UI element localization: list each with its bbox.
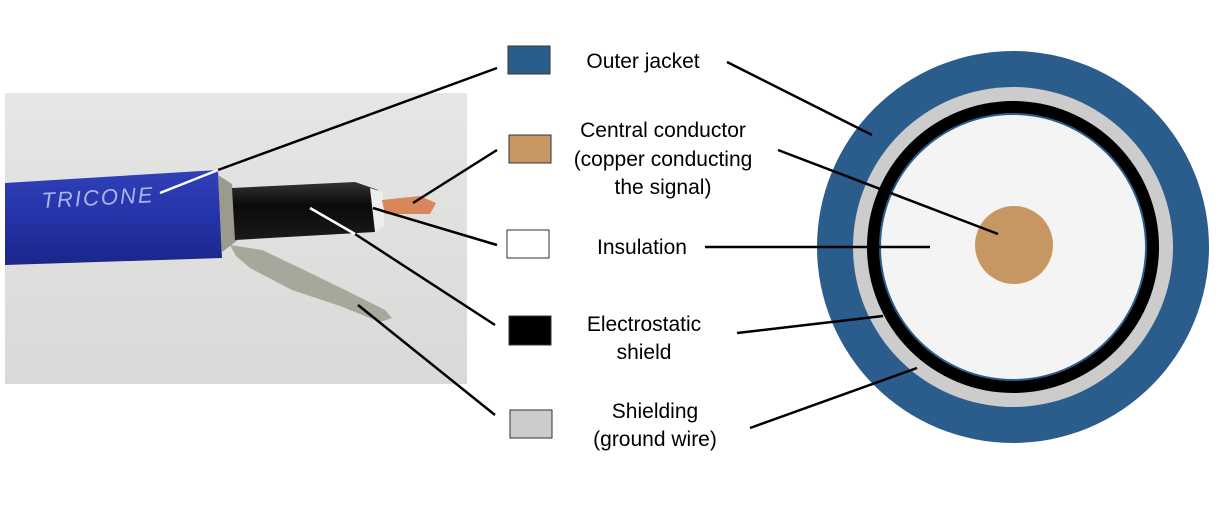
leader-insulation-photo <box>372 206 498 247</box>
leader-electrostatic-photo-white <box>309 206 356 236</box>
swatch-electrostatic-shield <box>508 315 552 346</box>
photo-copper-strands <box>382 196 436 214</box>
label-central-conductor-3: the signal) <box>615 176 712 199</box>
label-shielding-2: (ground wire) <box>593 428 717 451</box>
swatch-outer-jacket <box>507 45 551 75</box>
legend: Outer jacket Central conductor (copper c… <box>506 45 753 451</box>
cable-photo: TRICONE <box>5 93 467 384</box>
leader-outer-jacket-photo <box>217 66 498 172</box>
photo-ground-wire <box>230 245 392 322</box>
photo-electrostatic-shield <box>232 182 378 240</box>
leader-shielding-section <box>749 366 918 430</box>
leader-conductor-photo <box>412 148 498 205</box>
leader-outer-jacket-photo-white <box>159 168 219 195</box>
label-central-conductor-2: (copper conducting <box>574 148 753 171</box>
leader-shielding-photo <box>357 304 496 416</box>
swatch-insulation <box>506 229 550 259</box>
leader-electrostatic-photo <box>354 232 496 327</box>
leader-conductor-section <box>777 148 999 236</box>
label-electrostatic-shield-1: Electrostatic <box>587 313 701 336</box>
swatch-central-conductor <box>508 134 552 164</box>
disc-central-conductor <box>975 206 1053 284</box>
leader-electrostatic-section <box>736 314 884 335</box>
cross-section <box>817 51 1209 443</box>
label-outer-jacket: Outer jacket <box>586 50 699 73</box>
label-shielding-1: Shielding <box>612 400 698 423</box>
label-insulation: Insulation <box>597 236 687 259</box>
swatch-shielding <box>509 409 553 439</box>
label-electrostatic-shield-2: shield <box>617 341 672 364</box>
section-leader-lines <box>705 60 999 430</box>
label-central-conductor-1: Central conductor <box>580 119 746 142</box>
leader-outer-jacket-section <box>726 60 873 137</box>
cable-print-text: TRICONE <box>41 182 155 213</box>
photo-outer-jacket <box>5 170 222 265</box>
photo-leader-lines <box>217 66 498 416</box>
photo-leader-lines-white <box>159 168 356 236</box>
